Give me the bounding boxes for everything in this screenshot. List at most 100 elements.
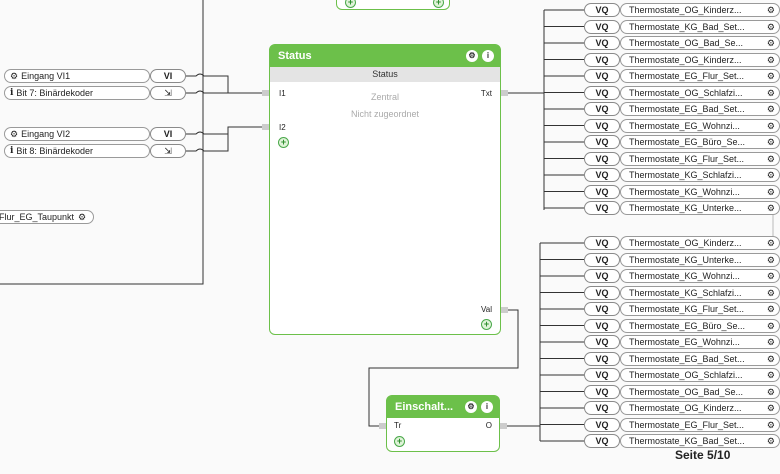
vq-tag[interactable]: VQ — [584, 417, 620, 432]
vq-tag[interactable]: VQ — [584, 168, 620, 182]
vq-tag[interactable]: VQ — [584, 368, 620, 382]
gear-icon[interactable]: ⚙ — [766, 238, 775, 248]
output-object[interactable]: Thermostate_KG_Unterke...⚙ — [620, 201, 780, 215]
output-object[interactable]: Thermostate_OG_Bad_Se...⚙ — [620, 384, 780, 399]
port-val[interactable]: Val — [481, 305, 492, 314]
gear-icon[interactable]: ⚙ — [766, 271, 775, 281]
gear-icon[interactable]: ⚙ — [766, 71, 775, 81]
add-port-icon[interactable]: + — [345, 0, 356, 8]
input-bit7[interactable]: i Bit 7: Binärdekoder — [4, 86, 150, 100]
output-object[interactable]: Thermostate_EG_Flur_Set...⚙ — [620, 417, 780, 432]
vq-tag[interactable]: VQ — [584, 335, 620, 349]
vq-tag[interactable]: VQ — [584, 318, 620, 333]
taupunkt-pill[interactable]: Flur_EG_Taupunkt ⚙ — [0, 210, 94, 224]
gear-icon[interactable]: ⚙ — [465, 401, 477, 413]
gear-icon[interactable]: ⚙ — [766, 370, 775, 380]
export-tag-icon[interactable]: ⇲ — [150, 144, 186, 158]
output-object[interactable]: Thermostate_EG_Wohnzi...⚙ — [620, 335, 780, 349]
gear-icon[interactable]: ⚙ — [766, 87, 775, 98]
output-object[interactable]: Thermostate_OG_Kinderz...⚙ — [620, 236, 780, 250]
vq-tag[interactable]: VQ — [584, 85, 620, 100]
vq-tag[interactable]: VQ — [584, 285, 620, 300]
gear-icon[interactable]: ⚙ — [766, 170, 775, 180]
port-txt[interactable]: Txt — [480, 89, 492, 98]
add-input-icon[interactable]: + — [394, 436, 405, 447]
gear-icon[interactable]: ⚙ — [766, 120, 775, 131]
gear-icon[interactable]: ⚙ — [766, 403, 775, 413]
vq-tag[interactable]: VQ — [584, 36, 620, 50]
gear-icon[interactable]: ⚙ — [766, 419, 775, 430]
output-object[interactable]: Thermostate_OG_Schlafzi...⚙ — [620, 368, 780, 382]
gear-icon[interactable]: ⚙ — [766, 137, 775, 147]
vq-tag[interactable]: VQ — [584, 401, 620, 415]
status-block-header[interactable]: Status ⚙ i — [270, 45, 500, 67]
vq-tag[interactable]: VQ — [584, 69, 620, 83]
vq-tag[interactable]: VQ — [584, 102, 620, 116]
output-object[interactable]: Thermostate_KG_Schlafzi...⚙ — [620, 285, 780, 300]
vq-tag[interactable]: VQ — [584, 3, 620, 17]
output-object[interactable]: Thermostate_EG_Büro_Se...⚙ — [620, 318, 780, 333]
output-object[interactable]: Thermostate_KG_Wohnzi...⚙ — [620, 269, 780, 283]
vq-tag[interactable]: VQ — [584, 184, 620, 199]
output-object[interactable]: Thermostate_EG_Flur_Set...⚙ — [620, 69, 780, 83]
gear-icon[interactable]: ⚙ — [766, 353, 775, 364]
output-object[interactable]: Thermostate_EG_Wohnzi...⚙ — [620, 118, 780, 133]
port-o[interactable]: O — [485, 421, 492, 430]
vq-tag[interactable]: VQ — [584, 151, 620, 166]
gear-icon[interactable]: ⚙ — [766, 186, 775, 197]
output-object[interactable]: Thermostate_KG_Bad_Set...⚙ — [620, 434, 780, 448]
add-port-icon[interactable]: + — [433, 0, 444, 8]
gear-icon[interactable]: ⚙ — [766, 203, 775, 213]
gear-icon[interactable]: ⚙ — [766, 104, 775, 114]
port-i2[interactable]: I2 — [279, 123, 286, 132]
vq-tag[interactable]: VQ — [584, 201, 620, 215]
output-object[interactable]: Thermostate_OG_Kinderz...⚙ — [620, 401, 780, 415]
output-object[interactable]: Thermostate_OG_Schlafzi...⚙ — [620, 85, 780, 100]
output-object[interactable]: Thermostate_KG_Flur_Set...⚙ — [620, 302, 780, 316]
einschalt-block[interactable]: Einschalt... ⚙ i Tr O + — [386, 395, 500, 452]
port-tr[interactable]: Tr — [394, 421, 402, 430]
output-object[interactable]: Thermostate_EG_Bad_Set...⚙ — [620, 351, 780, 366]
vi-tag[interactable]: VI — [150, 127, 186, 141]
vq-tag[interactable]: VQ — [584, 19, 620, 34]
gear-icon[interactable]: ⚙ — [766, 337, 775, 347]
vq-tag[interactable]: VQ — [584, 434, 620, 448]
vq-tag[interactable]: VQ — [584, 351, 620, 366]
output-object[interactable]: Thermostate_KG_Bad_Set...⚙ — [620, 19, 780, 34]
input-bit8[interactable]: i Bit 8: Binärdekoder — [4, 144, 150, 158]
vq-tag[interactable]: VQ — [584, 302, 620, 316]
output-object[interactable]: Thermostate_EG_Büro_Se...⚙ — [620, 135, 780, 149]
gear-icon[interactable]: ⚙ — [10, 70, 19, 81]
gear-icon[interactable]: ⚙ — [10, 128, 19, 139]
output-object[interactable]: Thermostate_EG_Bad_Set...⚙ — [620, 102, 780, 116]
info-icon[interactable]: i — [10, 87, 14, 98]
export-tag-icon[interactable]: ⇲ — [150, 86, 186, 100]
vq-tag[interactable]: VQ — [584, 118, 620, 133]
output-object[interactable]: Thermostate_KG_Wohnzi...⚙ — [620, 184, 780, 199]
vq-tag[interactable]: VQ — [584, 269, 620, 283]
info-icon[interactable]: i — [482, 50, 494, 62]
port-i1[interactable]: I1 — [279, 89, 286, 98]
info-icon[interactable]: i — [481, 401, 493, 413]
add-output-icon[interactable]: + — [481, 319, 492, 330]
input-eingang-vi1[interactable]: ⚙ Eingang VI1 — [4, 69, 150, 83]
output-object[interactable]: Thermostate_OG_Kinderz...⚙ — [620, 3, 780, 17]
output-object[interactable]: Thermostate_OG_Kinderz...⚙ — [620, 52, 780, 67]
vi-tag[interactable]: VI — [150, 69, 186, 83]
gear-icon[interactable]: ⚙ — [766, 287, 775, 298]
gear-icon[interactable]: ⚙ — [766, 320, 775, 331]
gear-icon[interactable]: ⚙ — [766, 54, 775, 65]
gear-icon[interactable]: ⚙ — [766, 254, 775, 265]
input-eingang-vi2[interactable]: ⚙ Eingang VI2 — [4, 127, 150, 141]
gear-icon[interactable]: ⚙ — [466, 50, 478, 62]
gear-icon[interactable]: ⚙ — [766, 304, 775, 314]
vq-tag[interactable]: VQ — [584, 52, 620, 67]
gear-icon[interactable]: ⚙ — [766, 436, 775, 446]
gear-icon[interactable]: ⚙ — [766, 386, 775, 397]
vq-tag[interactable]: VQ — [584, 236, 620, 250]
gear-icon[interactable]: ⚙ — [766, 38, 775, 48]
info-icon[interactable]: i — [10, 145, 14, 156]
output-object[interactable]: Thermostate_KG_Schlafzi...⚙ — [620, 168, 780, 182]
einschalt-block-header[interactable]: Einschalt... ⚙ i — [387, 396, 499, 418]
vq-tag[interactable]: VQ — [584, 384, 620, 399]
